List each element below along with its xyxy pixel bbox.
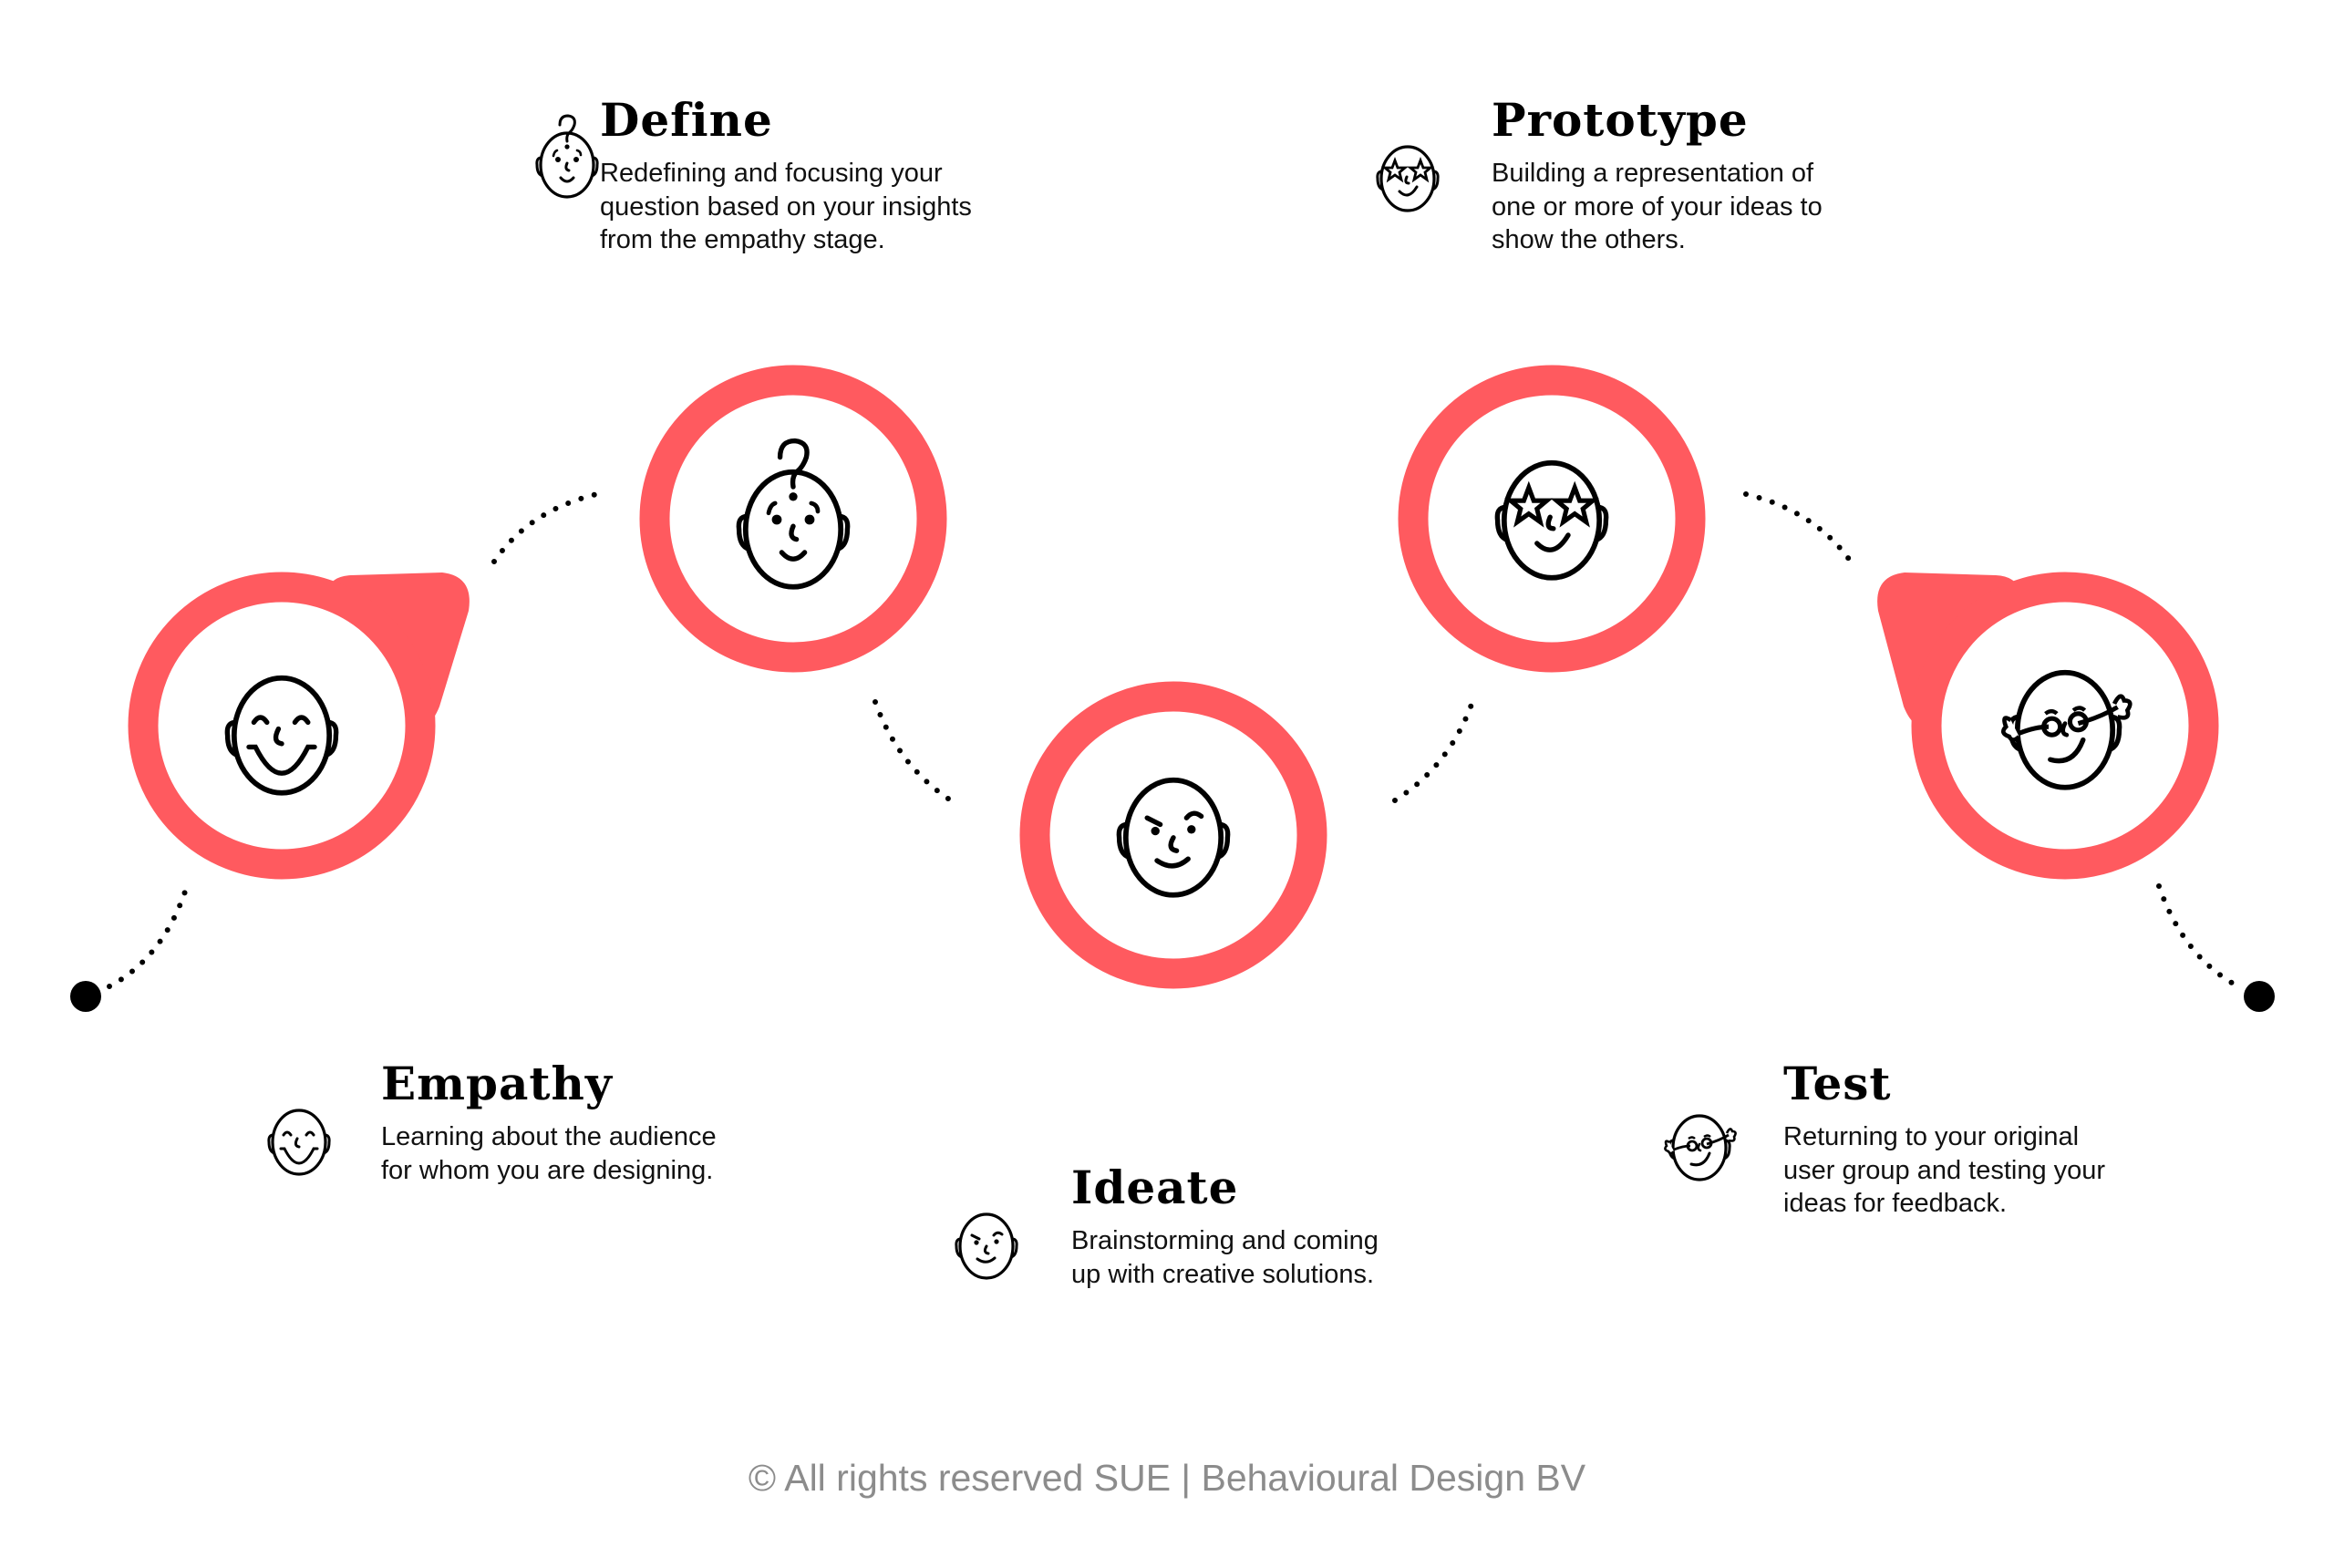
copyright-footer: © All rights reserved SUE | Behavioural …: [748, 1457, 1586, 1499]
stage-title: Empathy: [381, 1057, 613, 1110]
description-line: Learning about the audience: [381, 1122, 717, 1151]
stage-title: Ideate: [1071, 1161, 1239, 1214]
description-line: show the others.: [1492, 225, 1686, 254]
dotted-connector-empathy-define: [491, 491, 600, 564]
description-line: up with creative solutions.: [1071, 1259, 1375, 1289]
description-line: Brainstorming and coming: [1071, 1226, 1379, 1255]
description-line: ideas for feedback.: [1783, 1189, 2008, 1218]
star-eyes-face-icon: [1362, 128, 1453, 219]
end-dot: [2244, 981, 2275, 1012]
stage-description: Brainstorming and coming up with creativ…: [1071, 1224, 1379, 1291]
description-line: for whom you are designing.: [381, 1155, 714, 1185]
stage-title: Prototype: [1492, 93, 1749, 147]
stage-title: Test: [1783, 1057, 1892, 1110]
description-line: question based on your insights: [600, 191, 972, 222]
smiling-face-icon: [253, 1091, 345, 1182]
description-line: Redefining and focusing your: [600, 159, 943, 188]
description-line: user group and testing your: [1783, 1155, 2106, 1185]
dotted-connector-end: [2156, 883, 2241, 989]
stage-description: Redefining and focusing your question ba…: [600, 157, 972, 257]
stage-title: Define: [600, 93, 773, 147]
dotted-connector-ideate-prototype: [1392, 699, 1475, 803]
glasses-face-icon: [1654, 1097, 1745, 1188]
stage-description: Building a representation of one or more…: [1492, 157, 1823, 257]
dotted-connector-define-ideate: [873, 699, 954, 803]
stage-description: Returning to your original user group an…: [1783, 1120, 2105, 1221]
dotted-connector-prototype-test: [1743, 491, 1854, 564]
description-line: Building a representation of: [1492, 159, 1814, 188]
description-line: Returning to your original: [1783, 1122, 2080, 1151]
description-line: one or more of your ideas to: [1492, 191, 1823, 222]
thinking-face-icon: [941, 1195, 1032, 1286]
stage-description: Learning about the audience for whom you…: [381, 1120, 717, 1187]
dotted-connector-start: [107, 883, 190, 989]
start-dot: [70, 981, 101, 1012]
question-face-icon: [522, 100, 613, 219]
description-line: from the empathy stage.: [600, 225, 885, 254]
